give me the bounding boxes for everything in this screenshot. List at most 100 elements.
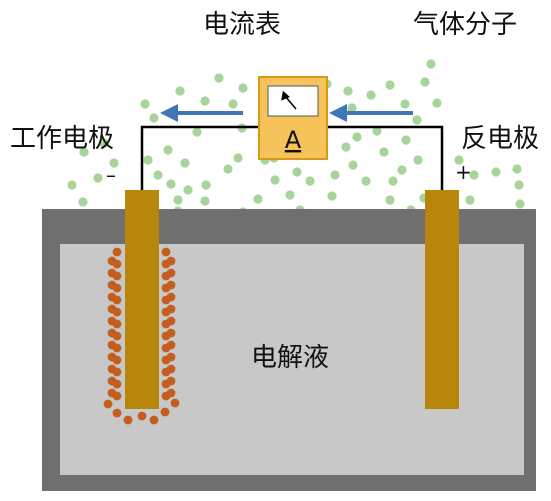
adsorbed-ion [107,340,117,350]
gas-molecule [426,59,436,69]
gas-molecule [109,158,119,168]
adsorbed-ion [166,316,176,326]
ammeter-display [267,85,319,117]
pointer-arrow-icon [281,90,297,110]
gas-molecule [491,167,501,177]
gas-molecule [153,170,163,180]
gas-molecule [420,77,430,87]
gas-molecule [163,145,173,155]
gas-molecule [515,199,525,209]
gas-molecule [388,176,398,186]
gas-molecule [361,176,371,186]
gas-molecule [379,147,389,157]
adsorbed-ion [107,268,117,278]
adsorbed-ion [103,399,113,409]
adsorbed-ion [123,415,133,425]
gas-molecule [67,180,77,190]
adsorbed-ion [149,415,159,425]
ammeter-label: 电流表 [203,10,282,40]
gas-molecule [175,86,185,96]
gas-molecule [327,191,337,201]
adsorbed-ion [107,292,117,302]
gas-molecule [223,164,233,174]
adsorbed-ion [170,398,180,408]
gas-molecule [412,115,422,125]
gas-molecule [79,147,89,157]
gas-molecule [454,155,464,165]
gas-molecule [413,155,423,165]
adsorbed-ion [107,328,117,338]
adsorbed-ion [166,376,176,386]
gas-molecule [305,176,315,186]
adsorbed-ion [107,388,117,398]
adsorbed-ion [112,408,122,418]
gas-molecule [201,180,211,190]
gas-molecule [173,195,183,205]
gas-molecule [285,190,295,200]
gas-molecule [143,155,153,165]
gas-molecule [385,195,395,205]
gas-molecule [93,173,103,183]
electrolyte-label: 电解液 [251,343,330,373]
gas-molecule [200,196,210,206]
adsorbed-ion [166,352,176,362]
working-electrode [125,190,159,409]
gas-molecule [400,99,410,109]
counter-electrode-label: 反电极 [461,124,540,154]
adsorbed-ions [103,247,180,425]
gas-molecule [512,164,522,174]
current-flow-arrow-left [160,104,243,122]
gas-molecule [180,158,190,168]
gas-molecule [233,153,243,163]
gas-molecule [140,99,150,109]
gas-molecule [270,175,280,185]
arrow-left-icon [160,104,178,122]
adsorbed-ion [166,280,176,290]
adsorbed-ion [137,411,147,421]
current-flow-arrow-right [329,104,413,122]
ammeter-symbol: A [285,126,302,154]
gas-molecule [366,90,376,100]
gas-molecule [253,194,263,204]
gas-molecule [401,135,411,145]
adsorbed-ion [166,340,176,350]
gas-molecules-label: 气体分子 [413,10,518,40]
gas-molecule [385,80,395,90]
gas-molecule [469,170,479,180]
adsorbed-ion [107,316,117,326]
gas-molecule [149,113,159,123]
adsorbed-ion [166,292,176,302]
gas-molecule [465,195,475,205]
adsorbed-ion [161,247,171,257]
counter-electrode [425,190,459,409]
adsorbed-ion [107,256,117,266]
gas-molecule [166,179,176,189]
adsorbed-ion [112,247,122,257]
positive-terminal-sign: + [455,160,472,184]
circuit-wire [140,125,444,190]
adsorbed-ion [166,364,176,374]
gas-molecule [372,126,382,136]
adsorbed-ion [107,280,117,290]
gas-molecule [397,165,407,175]
adsorbed-ion [160,407,170,417]
gas-molecule [228,99,238,109]
negative-terminal-sign: – [106,163,116,187]
gas-molecule [192,127,202,137]
gas-molecule [341,142,351,152]
ammeter: A [258,76,328,160]
gas-molecule [183,185,193,195]
adsorbed-ion [166,388,176,398]
adsorbed-ion [107,304,117,314]
gas-molecule [214,73,224,83]
gas-molecule [78,197,88,207]
gas-molecule [99,138,109,148]
adsorbed-ion [166,304,176,314]
adsorbed-ion [107,364,117,374]
adsorbed-ion [166,268,176,278]
gas-molecule [330,170,340,180]
gas-molecule [347,103,357,113]
adsorbed-ion [107,376,117,386]
gas-molecule [200,96,210,106]
